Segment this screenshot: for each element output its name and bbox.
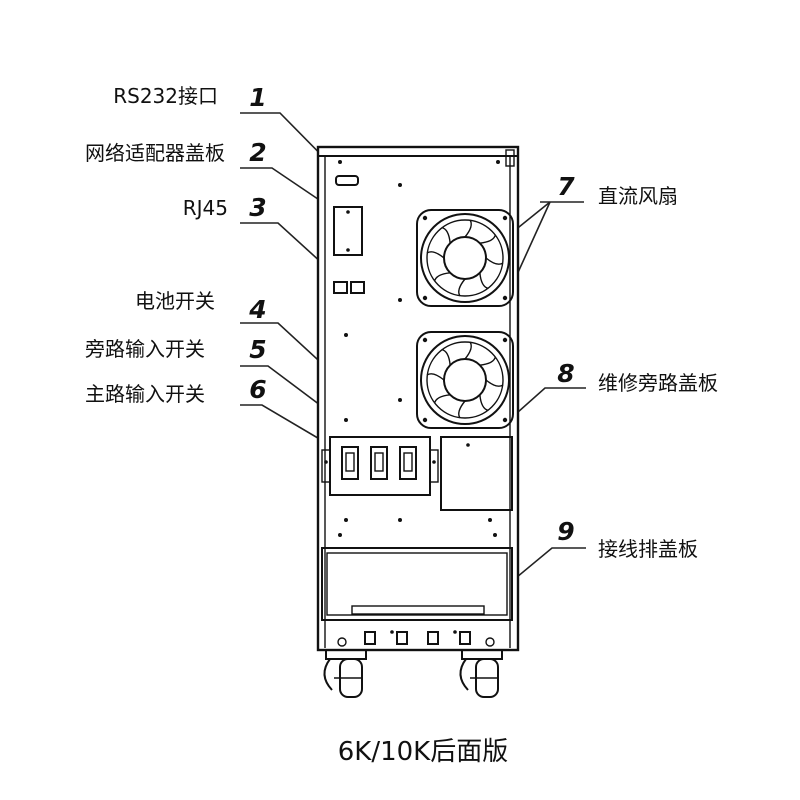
callout-label-terminal-block-cover: 接线排盖板 bbox=[598, 537, 698, 561]
screw bbox=[344, 418, 348, 422]
battery-switch-rocker bbox=[403, 452, 413, 472]
fan-mount-hole bbox=[502, 337, 508, 343]
terminal bbox=[396, 631, 408, 645]
fan-mount-hole bbox=[422, 295, 428, 301]
screw bbox=[344, 518, 348, 522]
screw bbox=[390, 630, 394, 634]
screw bbox=[398, 183, 402, 187]
switch-panel-screw bbox=[432, 460, 436, 464]
fan-mount-hole bbox=[422, 215, 428, 221]
terminal-block-cover-inner bbox=[326, 552, 508, 616]
maintenance-cover-screw bbox=[466, 443, 470, 447]
caster-bracket bbox=[461, 649, 503, 660]
rs232-port bbox=[335, 175, 359, 186]
bypass-input-switch-rocker bbox=[374, 452, 384, 472]
ground-screw-right bbox=[485, 637, 495, 647]
screw bbox=[488, 518, 492, 522]
cabinet-top-strip bbox=[317, 146, 519, 157]
callout-label-network-adapter-cover: 网络适配器盖板 bbox=[85, 141, 225, 165]
fan-ring-inner bbox=[426, 219, 504, 297]
callout-number-7: 7 bbox=[557, 172, 575, 201]
callout-number-1: 1 bbox=[249, 83, 266, 112]
callout-label-bypass-input-switch: 旁路输入开关 bbox=[85, 337, 205, 361]
callout-number-3: 3 bbox=[249, 193, 266, 222]
terminal bbox=[364, 631, 376, 645]
dc-fan-lower bbox=[416, 331, 514, 429]
screw bbox=[338, 160, 342, 164]
switch-panel-screw bbox=[324, 460, 328, 464]
cabinet-top-latch bbox=[505, 149, 515, 167]
screw bbox=[398, 298, 402, 302]
rj45-port-right bbox=[350, 281, 365, 294]
network-adapter-cover bbox=[333, 206, 363, 256]
main-input-switch-rocker bbox=[345, 452, 355, 472]
fan-blades bbox=[426, 219, 504, 297]
fan-frame bbox=[416, 209, 514, 307]
terminal bbox=[427, 631, 439, 645]
diagram-caption: 6K/10K后面版 bbox=[338, 737, 509, 767]
switch-panel bbox=[321, 436, 439, 496]
terminal bbox=[459, 631, 471, 645]
caster-fork bbox=[323, 658, 333, 691]
network-adapter-screw-top bbox=[346, 210, 350, 214]
callout-number-8: 8 bbox=[557, 359, 574, 388]
switch-panel-tab-left bbox=[321, 449, 331, 483]
network-adapter-screw-bottom bbox=[346, 248, 350, 252]
caster-fork bbox=[459, 658, 469, 691]
bypass-input-switch bbox=[370, 446, 388, 480]
callout-label-dc-fan: 直流风扇 bbox=[598, 184, 678, 208]
maintenance-bypass-cover bbox=[440, 436, 513, 511]
fan-mount-hole bbox=[422, 417, 428, 423]
fan-mount-hole bbox=[502, 215, 508, 221]
screw bbox=[398, 518, 402, 522]
fan-frame bbox=[416, 331, 514, 429]
screw bbox=[453, 630, 457, 634]
screw bbox=[493, 533, 497, 537]
fan-ring-inner bbox=[426, 341, 504, 419]
callout-label-battery-switch: 电池开关 bbox=[135, 289, 215, 313]
fan-ring-outer bbox=[420, 335, 510, 425]
screw bbox=[344, 333, 348, 337]
screw bbox=[338, 533, 342, 537]
callout-number-5: 5 bbox=[249, 335, 266, 364]
screw bbox=[496, 160, 500, 164]
callout-number-9: 9 bbox=[557, 517, 574, 546]
fan-mount-hole bbox=[502, 295, 508, 301]
callout-number-2: 2 bbox=[249, 138, 266, 167]
fan-mount-hole bbox=[502, 417, 508, 423]
caster-wheel-left bbox=[323, 649, 367, 698]
ground-screw-left bbox=[337, 637, 347, 647]
main-input-switch bbox=[341, 446, 359, 480]
terminal-cover-bottom-bar bbox=[351, 605, 485, 615]
screw bbox=[398, 398, 402, 402]
terminal-block-cover bbox=[321, 547, 513, 621]
fan-ring-outer bbox=[420, 213, 510, 303]
callout-label-rj45: RJ45 bbox=[183, 196, 228, 220]
callout-label-maintenance-bypass-cover: 维修旁路盖板 bbox=[598, 371, 718, 395]
caster-wheel-right bbox=[459, 649, 503, 698]
switch-panel-tab-right bbox=[429, 449, 439, 483]
fan-blades bbox=[426, 341, 504, 419]
callout-label-main-input-switch: 主路输入开关 bbox=[85, 382, 205, 406]
dc-fan-upper bbox=[416, 209, 514, 307]
battery-switch bbox=[399, 446, 417, 480]
caster-bracket bbox=[325, 649, 367, 660]
callout-number-4: 4 bbox=[248, 295, 266, 324]
callout-label-rs232: RS232接口 bbox=[113, 84, 218, 108]
callout-number-6: 6 bbox=[249, 375, 266, 404]
fan-mount-hole bbox=[422, 337, 428, 343]
ups-cabinet bbox=[316, 145, 520, 652]
rj45-port-left bbox=[333, 281, 348, 294]
